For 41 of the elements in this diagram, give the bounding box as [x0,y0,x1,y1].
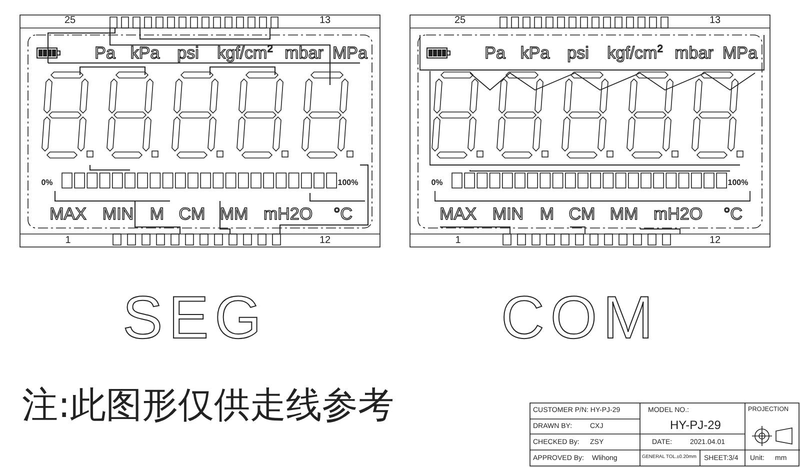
unit-label: MPa [722,44,758,62]
note-text: 注:此图形仅供走线参考 [22,388,394,424]
unit-label: mbar [674,44,714,62]
unit-label: M [150,206,164,222]
unit-label: psi [177,44,199,62]
unit-label: M [540,206,554,222]
pin-number: 12 [709,236,721,246]
scale-label: 0% [431,179,443,187]
unit-label: CM [568,206,596,222]
unit-label: kPa [520,44,550,62]
unit-label: Pa [94,44,116,62]
unit-label: MAX [440,206,476,222]
unit-label: Pa [484,44,506,62]
unit-label: kgf/cm$^{2}$ [607,44,663,62]
unit-label: kPa [130,44,160,62]
unit-label: MIN [102,206,134,222]
unit-label: °C [723,206,743,222]
unit-label: MM [220,206,248,222]
unit-label: mbar [284,44,324,62]
unit-label: °C [333,206,353,222]
unit-label: mH2O [653,206,703,222]
pin-number: 1 [455,236,461,246]
unit-label: psi [567,44,589,62]
table-cell: HY-PJ-29 [670,419,721,431]
scale-label: 100% [728,179,748,187]
unit-label: MM [610,206,638,222]
panel-title: SEG [122,288,268,348]
pin-number: 25 [64,16,76,26]
scale-label: 0% [41,179,53,187]
unit-label: mH2O [263,206,313,222]
pin-number: 1 [65,236,71,246]
pin-number: 25 [454,16,466,26]
pin-number: 12 [319,236,331,246]
unit-label: MIN [492,206,524,222]
pin-number: 13 [319,16,331,26]
unit-label: CM [178,206,206,222]
unit-label: MPa [332,44,368,62]
scale-label: 100% [338,179,358,187]
pin-number: 13 [709,16,721,26]
unit-label: MAX [50,206,86,222]
panel-title: COM [501,288,659,348]
